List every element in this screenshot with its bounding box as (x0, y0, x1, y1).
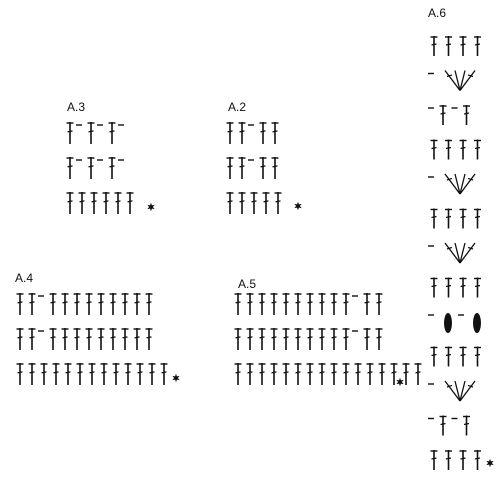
chart-a4 (16, 293, 168, 385)
chart-a2-row (226, 122, 279, 144)
chart-a2-label: A.2 (228, 100, 247, 114)
chart-a5-start-marker (396, 377, 404, 387)
chart-a4-row (16, 363, 168, 385)
chart-a4-row (16, 293, 153, 315)
chart-a6-row (428, 70, 476, 91)
chart-a3-start-marker (147, 202, 155, 212)
chart-a6-row (428, 313, 481, 333)
chart-a4-start-marker (172, 373, 180, 383)
chart-a6-row (428, 105, 470, 125)
chart-a3-label: A.3 (67, 100, 86, 114)
chart-a5 (234, 293, 422, 385)
chart-a5-row (234, 293, 383, 315)
chart-a6-row (430, 450, 481, 470)
chart-a6-row (430, 36, 481, 56)
chart-a2-row (226, 157, 279, 179)
chart-a3-row (66, 157, 124, 179)
chart-a2-row (226, 192, 282, 214)
chart-a6 (428, 36, 481, 470)
chart-a6-row (428, 415, 470, 436)
chart-a6-label: A.6 (428, 6, 447, 20)
chart-a5-row (234, 363, 422, 385)
chart-a2-start-marker (294, 201, 302, 211)
chart-a3-row (66, 192, 134, 214)
chart-a6-row (428, 242, 476, 264)
chart-a6-row (430, 139, 481, 160)
chart-a6-row (428, 173, 476, 195)
chart-a5-label: A.5 (238, 277, 257, 291)
chart-a5-row (234, 328, 383, 350)
chart-a2 (226, 122, 282, 214)
chart-a3-row (66, 122, 124, 144)
chart-a6-row (430, 346, 481, 367)
chart-a3 (66, 122, 134, 214)
chart-a6-row (430, 208, 481, 229)
chart-a4-row (16, 328, 153, 350)
chart-a4-label: A.4 (15, 271, 34, 285)
chart-a6-start-marker (486, 458, 494, 468)
chart-a6-row (430, 277, 481, 298)
chart-a6-row (428, 380, 476, 402)
